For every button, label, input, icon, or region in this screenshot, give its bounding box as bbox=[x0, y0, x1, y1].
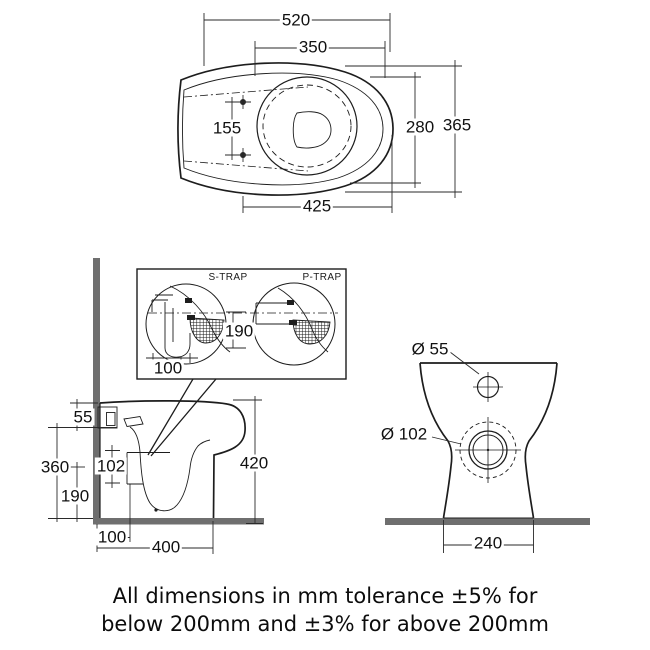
dim-plan-inner-width: 280 bbox=[403, 117, 437, 137]
dim-side-outlet-size: 102 bbox=[94, 456, 128, 476]
tolerance-note: All dimensions in mm tolerance ±5% for b… bbox=[0, 582, 650, 638]
dim-side-outlet-height: 190 bbox=[58, 486, 92, 506]
dim-side-outlet-from-wall: 100 bbox=[95, 527, 129, 547]
dim-trap-offset: 100 bbox=[151, 358, 185, 378]
dim-plan-overall-length: 520 bbox=[279, 10, 313, 30]
label-s-trap: S-TRAP bbox=[207, 272, 249, 283]
dim-plan-hinge-centres: 155 bbox=[210, 118, 244, 138]
dim-front-inlet-diameter: Ø 55 bbox=[409, 339, 451, 359]
plan-pan-outline bbox=[177, 62, 394, 196]
tolerance-note-line2: below 200mm and ±3% for above 200mm bbox=[101, 612, 549, 636]
dim-front-outlet-diameter: Ø 102 bbox=[378, 424, 430, 444]
callout-leader-lines bbox=[147, 378, 217, 457]
trap-inset-box bbox=[136, 268, 347, 380]
front-dimension-lines bbox=[431, 351, 534, 553]
dim-side-top-to-fixing: 55 bbox=[71, 407, 95, 427]
dim-side-fixing-height: 360 bbox=[38, 457, 72, 477]
trap-inset-dimension-lines bbox=[146, 311, 246, 363]
inlet-hole bbox=[473, 372, 503, 402]
front-view bbox=[385, 351, 590, 553]
dim-side-depth: 400 bbox=[149, 537, 183, 557]
floor-bar-side bbox=[93, 518, 264, 525]
p-trap-detail bbox=[255, 287, 331, 353]
outlet-hole bbox=[455, 417, 521, 483]
plan-dimension-lines bbox=[203, 13, 462, 213]
trap-detail-inset bbox=[136, 268, 347, 457]
s-trap-detail bbox=[151, 285, 231, 358]
dim-plan-seat-length: 350 bbox=[296, 37, 330, 57]
front-pan-outline bbox=[419, 362, 558, 519]
dim-plan-front-length: 425 bbox=[300, 196, 334, 216]
wall-bar bbox=[93, 258, 100, 524]
dim-front-base-width: 240 bbox=[471, 533, 505, 553]
tolerance-note-line1: All dimensions in mm tolerance ±5% for bbox=[112, 584, 538, 608]
floor-bar-front bbox=[385, 518, 590, 525]
side-fixing-bracket bbox=[97, 406, 144, 429]
side-pan-outline bbox=[99, 400, 246, 519]
dim-plan-overall-width: 365 bbox=[440, 115, 474, 135]
side-view bbox=[48, 258, 264, 554]
dim-side-total-height: 420 bbox=[237, 453, 271, 473]
side-bowl-interior bbox=[126, 426, 211, 542]
label-p-trap: P-TRAP bbox=[301, 272, 343, 283]
dim-trap-height: 190 bbox=[222, 321, 256, 341]
plan-seat-opening bbox=[256, 76, 358, 176]
